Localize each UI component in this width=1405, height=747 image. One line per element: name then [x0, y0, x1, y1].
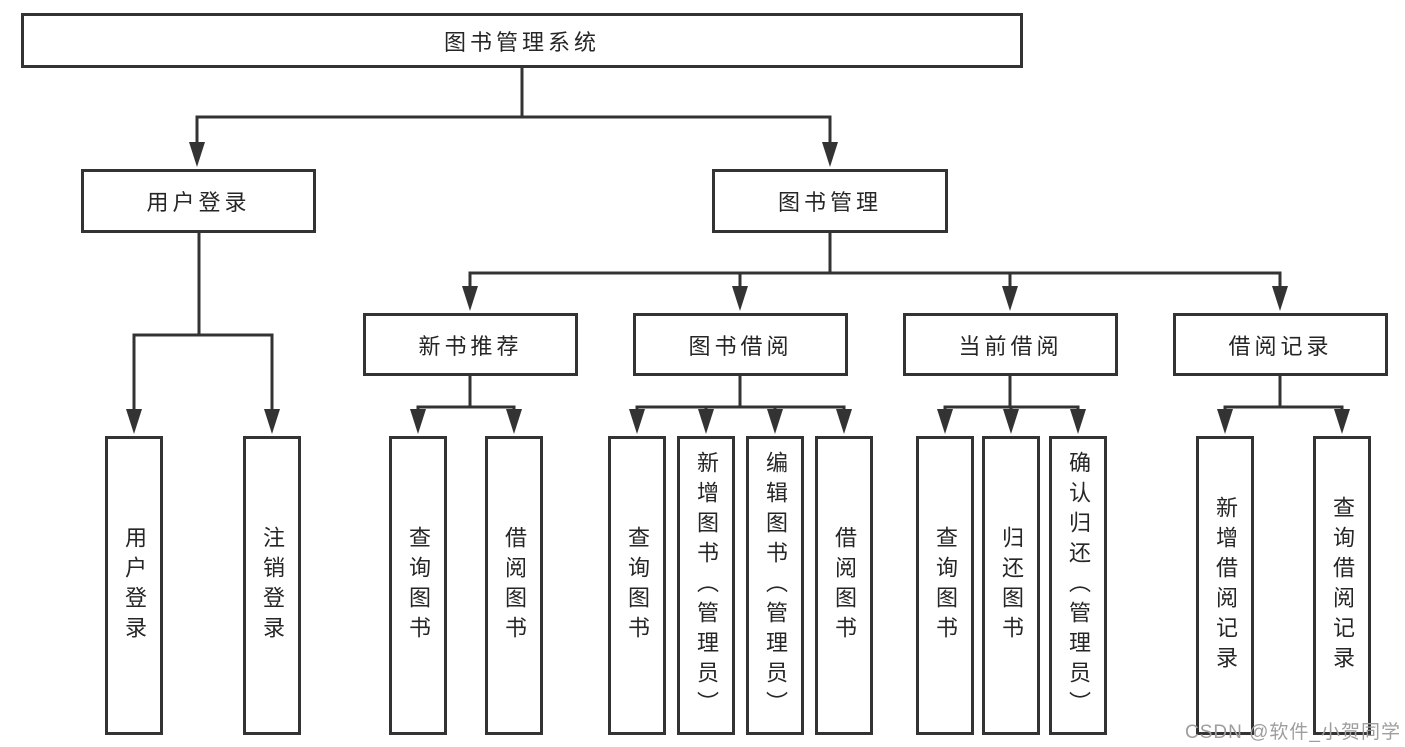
node-borrow-book: 借阅图书 — [815, 436, 873, 735]
node-login-label: 用户登录 — [122, 525, 147, 646]
node-add-borrow-record-label: 新增借阅记录 — [1213, 495, 1238, 676]
node-new-book-recommend-label: 新书推荐 — [418, 333, 523, 359]
node-login: 用户登录 — [105, 436, 163, 735]
node-book-borrow: 图书借阅 — [633, 313, 848, 376]
node-book-management-label: 图书管理 — [777, 190, 882, 215]
node-user-login: 用户登录 — [81, 169, 316, 233]
node-query-book-borrow-label: 查询图书 — [625, 525, 650, 646]
node-borrow-records: 借阅记录 — [1173, 313, 1388, 376]
node-logout: 注销登录 — [243, 436, 301, 735]
node-query-borrow-record-label: 查询借阅记录 — [1330, 495, 1355, 676]
node-current-borrow-label: 当前借阅 — [958, 333, 1063, 359]
node-confirm-return-admin-label: 确认归还（管理员） — [1066, 450, 1091, 721]
node-query-book-recommend: 查询图书 — [389, 436, 447, 735]
node-edit-book-admin: 编辑图书（管理员） — [746, 436, 804, 735]
node-borrow-book-label: 借阅图书 — [832, 525, 857, 646]
node-add-book-admin: 新增图书（管理员） — [677, 436, 735, 735]
node-return-book: 归还图书 — [982, 436, 1040, 735]
node-borrow-book-recommend-label: 借阅图书 — [502, 525, 527, 646]
node-borrow-book-recommend: 借阅图书 — [485, 436, 543, 735]
node-return-book-label: 归还图书 — [999, 525, 1024, 646]
watermark-text: CSDN @软件_小贺同学 — [1185, 722, 1401, 743]
node-confirm-return-admin: 确认归还（管理员） — [1049, 436, 1107, 735]
node-query-borrow-record: 查询借阅记录 — [1313, 436, 1371, 735]
node-book-management: 图书管理 — [712, 169, 948, 233]
node-user-login-label: 用户登录 — [146, 190, 251, 215]
node-query-book-current: 查询图书 — [916, 436, 974, 735]
node-current-borrow: 当前借阅 — [903, 313, 1118, 376]
node-logout-label: 注销登录 — [260, 525, 285, 646]
node-edit-book-admin-label: 编辑图书（管理员） — [763, 450, 788, 721]
node-add-borrow-record: 新增借阅记录 — [1196, 436, 1254, 735]
node-query-book-current-label: 查询图书 — [933, 525, 958, 646]
node-book-borrow-label: 图书借阅 — [688, 333, 793, 359]
node-root-label: 图书管理系统 — [443, 29, 600, 55]
node-new-book-recommend: 新书推荐 — [363, 313, 578, 376]
node-query-book-recommend-label: 查询图书 — [406, 525, 431, 646]
arrowheads — [126, 142, 1350, 434]
node-add-book-admin-label: 新增图书（管理员） — [694, 450, 719, 721]
node-query-book-borrow: 查询图书 — [608, 436, 666, 735]
node-root: 图书管理系统 — [21, 13, 1023, 68]
node-borrow-records-label: 借阅记录 — [1228, 333, 1333, 359]
